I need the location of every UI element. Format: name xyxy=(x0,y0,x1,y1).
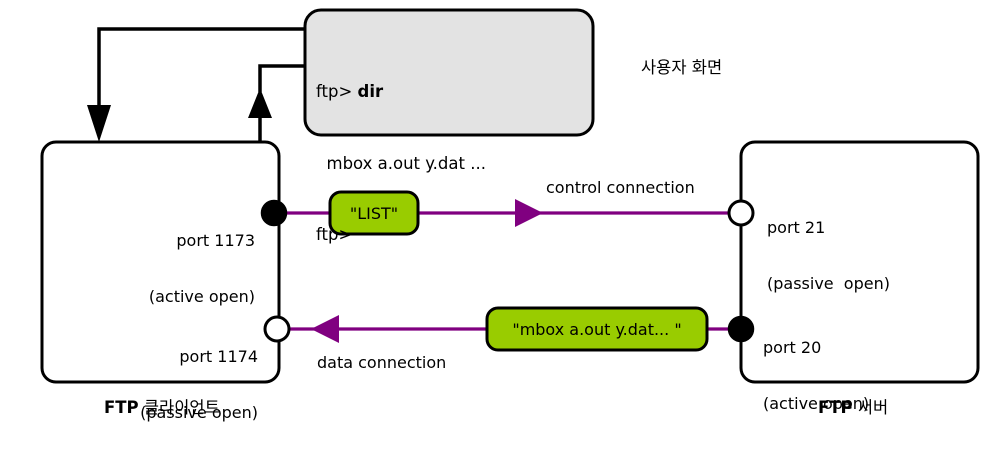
diagram-canvas xyxy=(40,8,980,384)
data-message-box xyxy=(485,306,709,352)
terminal-to-client-arrowhead xyxy=(87,105,111,142)
server-port-21-endpoint-icon xyxy=(727,199,755,227)
terminal-to-client-arrow-line xyxy=(97,27,305,118)
client-port-1174-mode: (passive open) xyxy=(140,403,258,423)
terminal-line-1: ftp> dir xyxy=(316,80,486,104)
control-message-box xyxy=(328,190,420,236)
terminal-line-2: mbox a.out y.dat ... xyxy=(316,153,486,173)
ftp-server-box xyxy=(739,140,980,384)
ftp-client-box xyxy=(40,140,281,384)
client-to-terminal-arrowhead xyxy=(248,88,272,118)
server-port-21-mode: (passive open) xyxy=(767,274,890,294)
server-port-20-endpoint-icon xyxy=(727,315,755,343)
data-connection-arrowhead xyxy=(311,315,339,343)
client-port-1173-mode: (active open) xyxy=(148,287,255,307)
control-connection-arrowhead xyxy=(515,199,543,227)
ftp-client-caption-rest: 클라이언트 xyxy=(138,398,220,417)
client-port-1174-name: port 1174 xyxy=(179,346,258,366)
terminal-command: dir xyxy=(357,81,384,101)
client-port-1173-endpoint-icon xyxy=(260,199,288,227)
client-port-1173-name: port 1173 xyxy=(176,230,255,250)
terminal-line-3: ftp> xyxy=(316,225,353,245)
control-connection-label: control connection xyxy=(546,178,695,197)
terminal-prompt-1: ftp> xyxy=(316,81,358,101)
client-to-terminal-arrow-line-2 xyxy=(258,64,305,92)
server-port-21-name: port 21 xyxy=(767,217,826,237)
data-connection-label: data connection xyxy=(317,353,447,372)
ftp-server-caption-bold: FTP xyxy=(818,398,853,417)
server-port-20-mode: (active open) xyxy=(763,394,870,414)
terminal-window-box xyxy=(303,8,595,137)
ftp-client-caption-bold: FTP xyxy=(104,398,139,417)
server-port-20-label: port 20 (active open) xyxy=(763,301,963,452)
control-message-label: "LIST" xyxy=(349,203,399,223)
ftp-client-caption: FTP 클라이언트 xyxy=(104,394,220,418)
client-port-1174-endpoint-icon xyxy=(263,315,291,343)
ftp-server-caption: FTP 서버 xyxy=(818,394,888,418)
ftp-server-caption-rest: 서버 xyxy=(852,398,889,417)
ftp-connection-diagram: ftp> dir mbox a.out y.dat ... ftp> 사용자 화… xyxy=(40,8,980,423)
data-message-label: "mbox a.out y.dat... " xyxy=(512,319,682,339)
server-port-20-name: port 20 xyxy=(763,337,822,357)
terminal-content: ftp> dir mbox a.out y.dat ... ftp> xyxy=(316,32,486,295)
client-port-1174-label: port 1174 (passive open) xyxy=(70,310,258,461)
user-screen-caption: 사용자 화면 xyxy=(641,58,723,77)
server-port-21-label: port 21 (passive open) xyxy=(767,181,967,332)
client-port-1173-label: port 1173 (active open) xyxy=(70,194,255,345)
